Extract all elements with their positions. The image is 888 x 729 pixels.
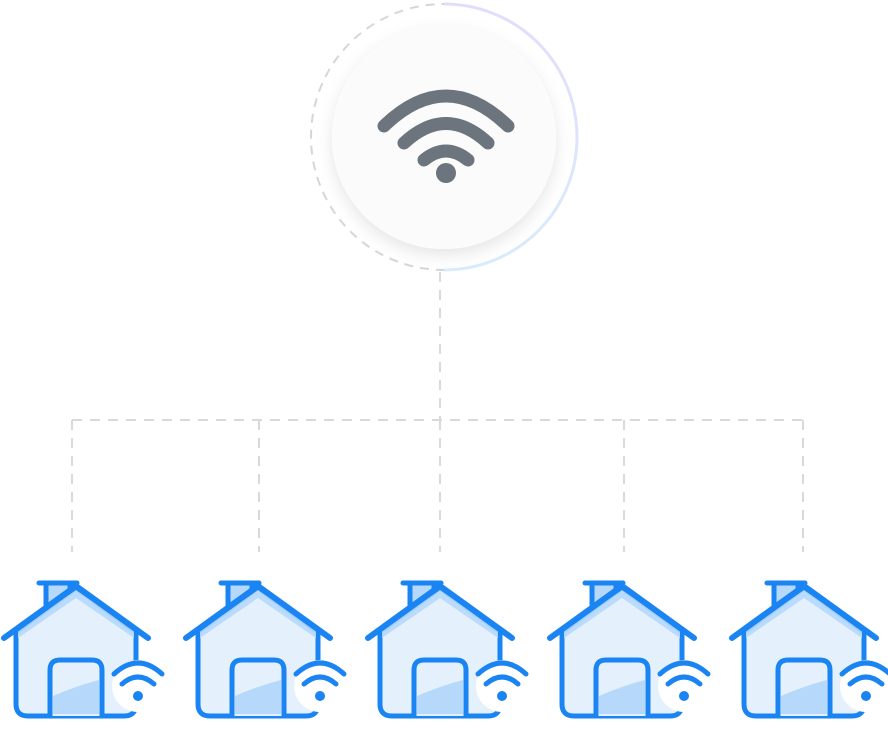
house-wifi-icon [550, 583, 710, 716]
houses-row [4, 583, 888, 716]
wifi-hub [310, 2, 579, 272]
house-wifi-icon [368, 583, 528, 716]
connector-lines [71, 272, 804, 552]
house-wifi-icon [732, 583, 888, 716]
house-wifi-icon [186, 583, 346, 716]
house-wifi-icon [4, 583, 164, 716]
hub-outer-ring-gradient [443, 2, 579, 272]
wifi-icon [377, 89, 515, 183]
